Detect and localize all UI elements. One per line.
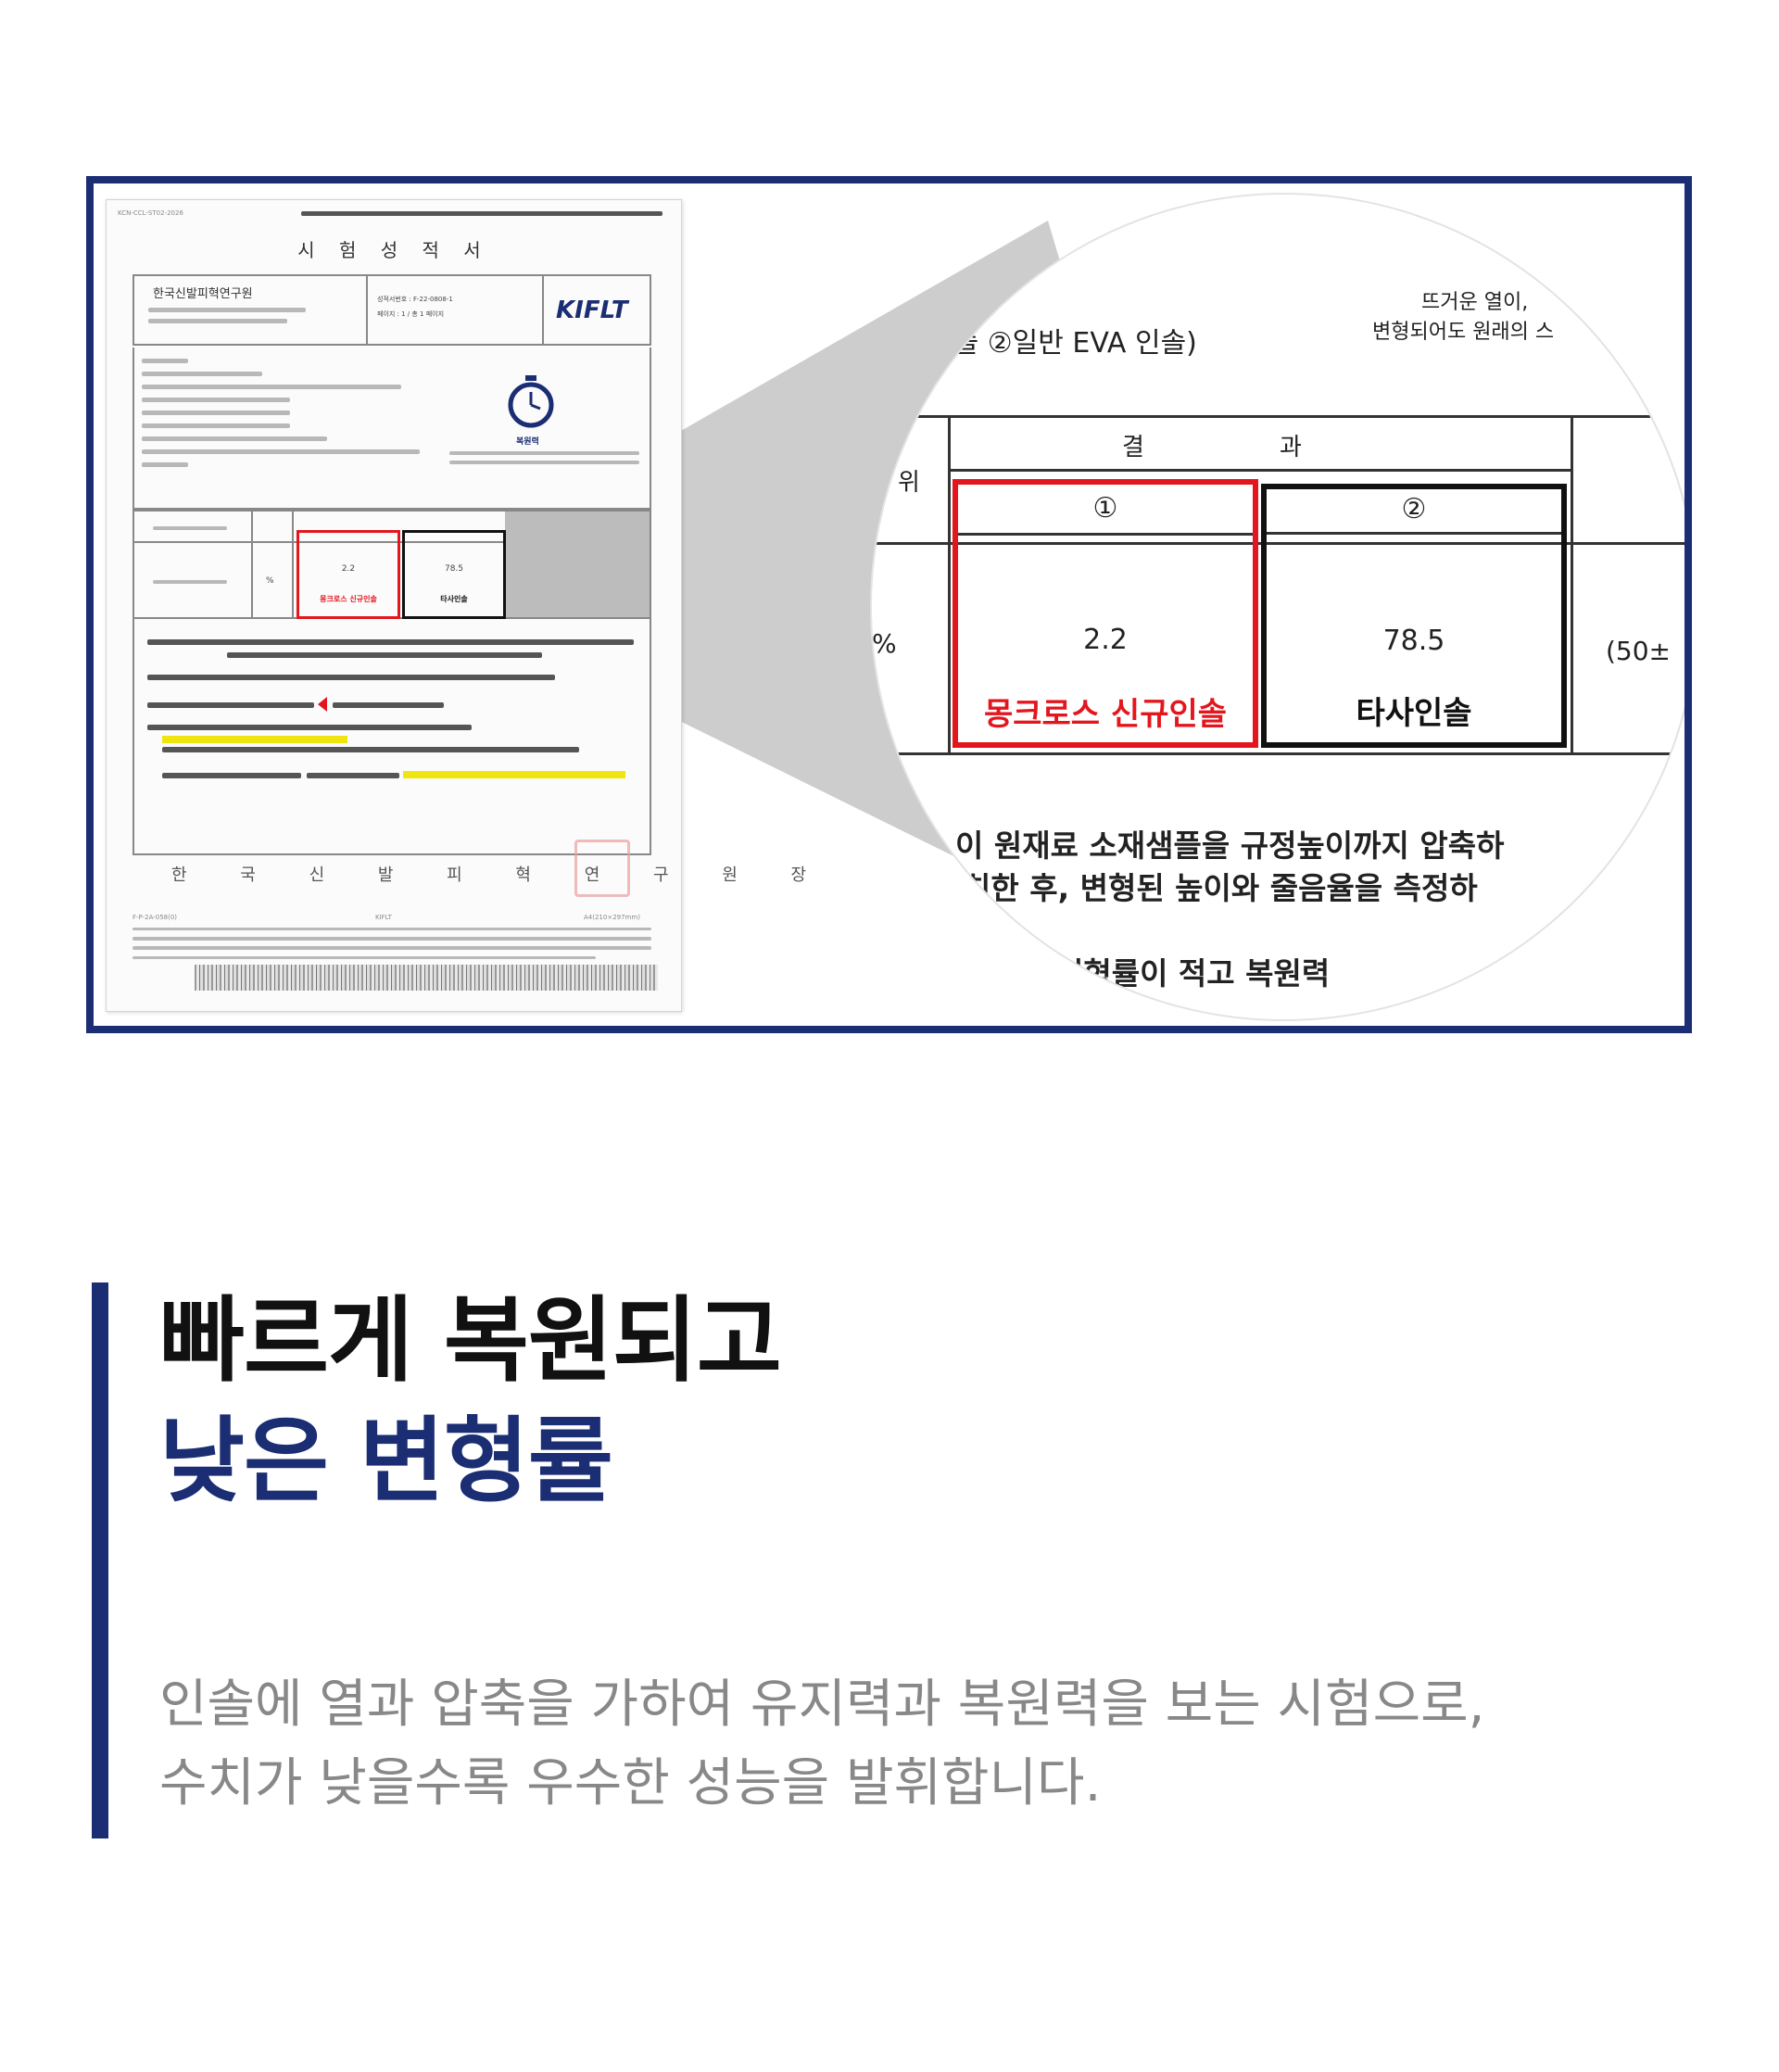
doc-text-line [148, 319, 287, 323]
zoom-unit: % [872, 628, 897, 659]
doc-black-highlight: 78.5 타사인솔 [402, 530, 506, 619]
doc-text-line [142, 462, 188, 467]
zoom-header-result-1: 결 [1122, 434, 1144, 461]
zoom-top-right-line2: 변형되어도 원래의 스 [1372, 321, 1555, 344]
doc-text-line [142, 359, 188, 363]
doc-notes-box: 한 국 신 발 피 혁 연 구 원 장 [132, 619, 806, 885]
zoom-result-rule [948, 469, 1571, 472]
doc-text-line [142, 449, 420, 454]
institute-name: 한국신발피혁연구원 [153, 287, 253, 301]
zoom-right-edge-text: (50± [1606, 636, 1672, 666]
doc-value-a: 2.2 [341, 564, 356, 574]
doc-gray-column [505, 512, 650, 617]
kiflt-logo: KIFLT [556, 297, 628, 324]
description-line-2: 수치가 낮을수록 우수한 성능을 발휘합니다. [159, 1753, 1102, 1813]
zoom-note-line2: 치한 후, 변형된 높이와 줄음율을 측정하 [963, 870, 1478, 906]
heading-accent-bar [92, 1282, 108, 1838]
zoom-inner-rule [958, 533, 1253, 536]
doc-value-b: 78.5 [444, 564, 464, 574]
doc-text-line [449, 461, 639, 464]
doc-info-box: 복원력 [132, 347, 651, 510]
zoom-top-left-text: 인솔 ②일반 EVA 인솔) [927, 327, 1197, 360]
doc-yellow-highlight [162, 736, 347, 743]
doc-divider [542, 276, 544, 345]
doc-label-b: 타사인솔 [440, 595, 468, 603]
doc-text-line [153, 580, 227, 584]
doc-text-line [147, 702, 314, 708]
barcode [195, 965, 658, 991]
test-certificate-image: KCN-CCL-ST02-2026 시 험 성 적 서 한국신발피혁연구원 성적… [86, 176, 1692, 1033]
heading-line-1: 빠르게 복원되고 [159, 1286, 782, 1395]
page-number: 페이지 : 1 / 총 1 페이지 [377, 310, 445, 318]
stopwatch-label: 복원력 [516, 437, 539, 447]
doc-text-line [132, 956, 596, 959]
doc-red-highlight: 2.2 몽크로스 신규인솔 [296, 530, 400, 619]
doc-yellow-highlight [403, 771, 625, 778]
zoom-header-result-2: 과 [1280, 434, 1302, 461]
doc-text-line [147, 639, 634, 645]
doc-divider [292, 512, 294, 617]
doc-text-line [227, 652, 542, 658]
description-line-1: 인솔에 열과 압축을 가하여 유지력과 복원력을 보는 시험으로, [159, 1674, 1485, 1735]
doc-text-line [132, 946, 651, 950]
doc-footer-left-code: F-P-2A-058(0) [132, 914, 178, 921]
zoom-inner-rule [1267, 532, 1561, 535]
doc-text-line [148, 308, 306, 312]
zoom-value-b: 78.5 [1382, 625, 1445, 657]
zoom-col1-marker: ① [1092, 492, 1118, 524]
doc-label-a: 몽크로스 신규인솔 [320, 595, 377, 603]
magnified-results-circle: 인솔 ②일반 EVA 인솔) 뜨거운 열이, 변형되어도 원래의 스 결 과 위… [872, 195, 1684, 1019]
zoom-label-b: 타사인솔 [1356, 695, 1472, 732]
doc-text-line [162, 747, 579, 752]
doc-header-box: 한국신발피혁연구원 성적서번호 : F-22-0808-1 페이지 : 1 / … [132, 274, 651, 346]
doc-text-line [307, 773, 399, 778]
report-number: 성적서번호 : F-22-0808-1 [377, 296, 453, 303]
doc-header-code: KCN-CCL-ST02-2026 [118, 209, 183, 217]
stopwatch-icon [508, 375, 554, 428]
zoom-note-line1: 이 원재료 소재샘플을 규정높이까지 압축하 [955, 828, 1505, 864]
doc-text-line [333, 702, 444, 708]
zoom-header-left: 위 [898, 469, 920, 497]
red-arrow-icon [318, 697, 327, 712]
doc-header-bar [301, 211, 662, 216]
doc-results-table: % 2.2 몽크로스 신규인솔 78.5 타사인솔 [132, 510, 651, 619]
zoom-col-rule [948, 415, 951, 752]
doc-text-line [132, 928, 651, 930]
doc-text-line [449, 451, 639, 455]
zoom-label-a: 몽크로스 신규인솔 [983, 696, 1228, 733]
doc-text-line [142, 411, 290, 415]
doc-footer-right-code: A4(210×297mm) [584, 914, 640, 921]
doc-text-line [142, 398, 290, 402]
heading-line-2: 낮은 변형률 [159, 1407, 613, 1515]
zoom-black-highlight-box: ② 78.5 타사인솔 [1261, 484, 1567, 748]
doc-signature: 한 국 신 발 피 혁 연 구 원 장 [171, 865, 831, 885]
official-seal-stamp [574, 840, 630, 897]
certificate-title: 시 험 성 적 서 [297, 239, 490, 261]
doc-divider [134, 541, 650, 543]
doc-footer-code: KIFLT [375, 914, 392, 921]
doc-divider [251, 512, 253, 617]
doc-unit: % [266, 576, 274, 586]
doc-text-line [132, 937, 651, 941]
doc-text-line [142, 423, 290, 428]
doc-text-line [142, 385, 401, 389]
doc-text-line [147, 725, 472, 730]
zoom-table-bottom-rule [872, 752, 1684, 755]
zoom-note-line3: 변형률이 적고 복원력 [1055, 955, 1331, 992]
zoom-red-highlight-box: ① 2.2 몽크로스 신규인솔 [953, 479, 1258, 748]
doc-text-line [142, 436, 327, 441]
doc-text-line [162, 773, 301, 778]
zoom-value-a: 2.2 [1083, 624, 1128, 656]
doc-text-line [147, 675, 555, 680]
certificate-document: KCN-CCL-ST02-2026 시 험 성 적 서 한국신발피혁연구원 성적… [106, 199, 806, 1012]
doc-text-line [142, 372, 262, 376]
zoom-header-rule [872, 542, 1684, 545]
zoom-col2-marker: ② [1401, 493, 1427, 525]
zoom-top-right-line1: 뜨거운 열이, [1421, 291, 1529, 314]
zoom-col-rule [1571, 415, 1573, 752]
doc-divider [366, 276, 368, 345]
doc-text-line [153, 526, 227, 530]
zoom-table-top-rule [872, 415, 1684, 418]
